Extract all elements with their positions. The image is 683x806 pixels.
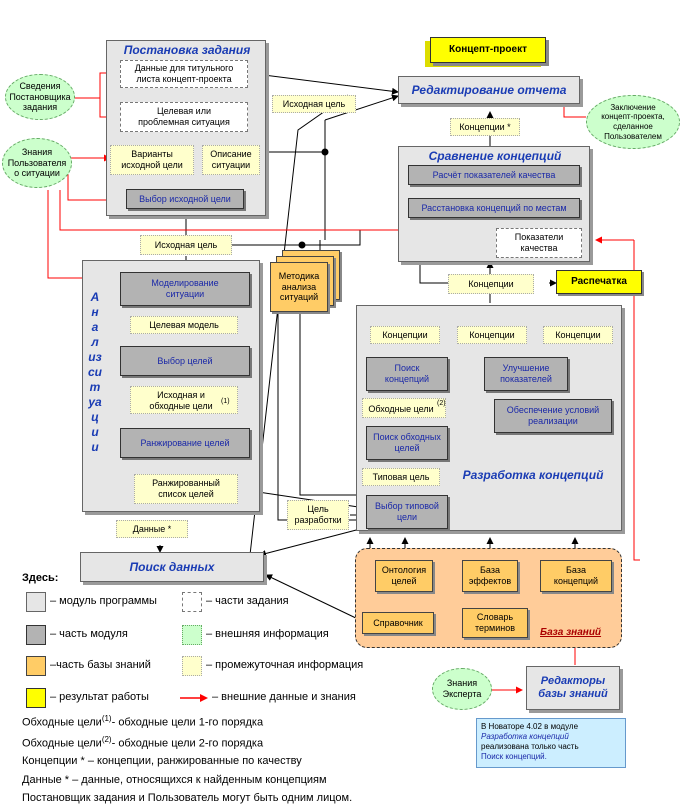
situation-description: Описание ситуации bbox=[202, 145, 260, 175]
legend-intermediate-info: – промежуточная информация bbox=[206, 659, 364, 671]
goal-ontology: Онтология целей bbox=[375, 560, 433, 592]
rank-goals: Ранжирование целей bbox=[120, 428, 250, 458]
footnote-5: Постановщик задания и Пользователь могут… bbox=[22, 792, 353, 804]
concept-comparison-title: Сравнение концепций bbox=[428, 149, 562, 163]
situation-analysis-vertical-title: Анализ ситуации bbox=[88, 290, 103, 454]
concepts-mid-label: Концепции bbox=[448, 274, 534, 294]
legend-result: – результат работы bbox=[50, 691, 149, 703]
terms-dictionary: Словарь терминов bbox=[462, 608, 528, 638]
footnote-1-term: Обходные цели bbox=[22, 716, 102, 729]
situation-analysis-method: Методика анализа ситуаций bbox=[270, 262, 328, 312]
target-model-label: Целевая модель bbox=[130, 316, 238, 334]
legend-swatch-task bbox=[182, 592, 202, 612]
legend-kb-part: –часть базы знаний bbox=[50, 659, 151, 671]
user-knowledge-cloud: Знания Пользователя о ситуации bbox=[2, 138, 72, 188]
task-setting-title: Постановка задания bbox=[123, 43, 251, 57]
legend-module-part: – часть модуля bbox=[50, 628, 128, 640]
initial-goal-top-label: Исходная цель bbox=[272, 95, 356, 113]
effects-base: База эффектов bbox=[462, 560, 518, 592]
footnote-1-sup: (1) bbox=[101, 714, 112, 723]
ensure-conditions: Обеспечение условий реализации bbox=[494, 399, 612, 433]
initial-goal-mid-label: Исходная цель bbox=[140, 235, 232, 255]
report-editing-module: Редактирование отчета bbox=[398, 76, 580, 104]
footnote-2-sup: (2) bbox=[101, 735, 112, 744]
bypass-goals-label: Обходные цели (2) bbox=[362, 398, 446, 418]
concept-development-title: Разработка концепций bbox=[462, 468, 604, 482]
note-line-4: Поиск концепций. bbox=[481, 752, 547, 761]
data-search-module: Поиск данных bbox=[80, 552, 264, 582]
concepts-ranked-label: Концепции * bbox=[450, 118, 520, 136]
footnote-1: Обходные цели(1)- обходные цели 1-го пор… bbox=[22, 714, 263, 729]
initial-bypass-label: Исходная и обходные цели (1) bbox=[130, 386, 238, 414]
legend-swatch-intermediate bbox=[182, 656, 202, 676]
printout-result: Распечатка bbox=[556, 270, 642, 294]
bypass-goals-text: Обходные цели bbox=[368, 403, 434, 414]
legend-external-data: – внешние данные и знания bbox=[212, 691, 356, 703]
footnote-4: Данные * – данные, относящихся к найденн… bbox=[22, 774, 327, 786]
footnote-2: Обходные цели(2)- обходные цели 2-го пор… bbox=[22, 735, 263, 750]
bypass-goal-search: Поиск обходных целей bbox=[366, 426, 448, 460]
improve-indicators: Улучшение показателей bbox=[484, 357, 568, 391]
legend-red-arrow-icon bbox=[180, 694, 208, 702]
typical-goal-label: Типовая цель bbox=[362, 468, 440, 486]
expert-knowledge-cloud: Знания Эксперта bbox=[432, 668, 492, 710]
goal-variants: Варианты исходной цели bbox=[110, 145, 194, 175]
legend-module: – модуль программы bbox=[50, 595, 157, 607]
legend-swatch-part bbox=[26, 625, 46, 645]
legend-swatch-external bbox=[182, 625, 202, 645]
situation-modeling: Моделирование ситуации bbox=[120, 272, 250, 306]
ranked-goal-list: Ранжированный список целей bbox=[134, 474, 238, 504]
note-line-2: Разработка концепций bbox=[481, 732, 569, 741]
superscript-one: (1) bbox=[221, 398, 230, 405]
knowledge-base-title: База знаний bbox=[540, 627, 602, 638]
choose-goals: Выбор целей bbox=[120, 346, 250, 376]
footnote-2-desc: - обходные цели 2-го порядка bbox=[111, 737, 264, 750]
conclusion-cloud: Заключение концепт-проекта, сделанное По… bbox=[586, 95, 680, 149]
dev-goal-label: Цель разработки bbox=[287, 500, 349, 530]
legend-task-parts: – части задания bbox=[206, 595, 289, 607]
concepts-c-label: Концепции bbox=[543, 326, 613, 344]
legend-external-info: – внешняя информация bbox=[206, 628, 329, 640]
typical-goal-choice: Выбор типовой цели bbox=[366, 495, 448, 529]
concept-search: Поиск концепций bbox=[366, 357, 448, 391]
quality-calc: Расчёт показателей качества bbox=[408, 165, 580, 185]
note-line-3: реализована только часть bbox=[481, 742, 579, 751]
choose-initial-goal: Выбор исходной цели bbox=[126, 189, 244, 209]
reference-book: Справочник bbox=[362, 612, 434, 634]
title-page-data: Данные для титульного листа концепт-прое… bbox=[120, 60, 248, 88]
concept-ranking: Расстановка концепций по местам bbox=[408, 198, 580, 218]
superscript-two: (2) bbox=[437, 400, 446, 407]
footnote-1-desc: - обходные цели 1-го порядка bbox=[111, 716, 264, 729]
footnote-2-term: Обходные цели bbox=[22, 737, 102, 750]
implementation-note: В Новаторе 4.02 в модуле Разработка конц… bbox=[476, 718, 626, 768]
legend-swatch-kb bbox=[26, 656, 46, 676]
footnote-3: Концепции * – концепции, ранжированные п… bbox=[22, 755, 302, 767]
concepts-b-label: Концепции bbox=[457, 326, 527, 344]
legend-header: Здесь: bbox=[22, 572, 59, 584]
initial-bypass-text: Исходная и обходные цели bbox=[149, 390, 213, 411]
legend-swatch-result bbox=[26, 688, 46, 708]
concepts-a-label: Концепции bbox=[370, 326, 440, 344]
quality-indicators: Показатели качества bbox=[496, 228, 582, 258]
customer-info-cloud: Сведения Постановщика задания bbox=[5, 74, 75, 120]
note-line-1: В Новаторе 4.02 в модуле bbox=[481, 722, 579, 731]
target-problem-situation: Целевая или проблемная ситуация bbox=[120, 102, 248, 132]
legend-swatch-module bbox=[26, 592, 46, 612]
data-star-label: Данные * bbox=[116, 520, 188, 538]
concept-project-result: Концепт-проект bbox=[430, 37, 546, 63]
concepts-base: База концепций bbox=[540, 560, 612, 592]
kb-editors-module: Редакторы базы знаний bbox=[526, 666, 620, 710]
